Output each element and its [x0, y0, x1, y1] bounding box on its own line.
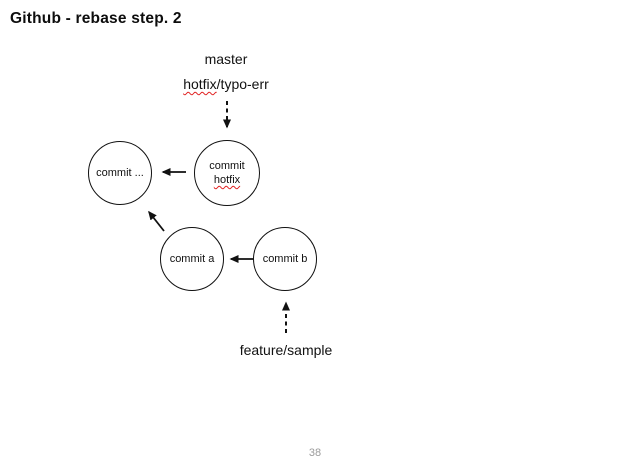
edge-commit-a-to-commit-ellipsis	[148, 210, 165, 232]
commit-node-b: commit b	[253, 227, 317, 291]
branch-label-master: master	[204, 51, 248, 67]
branch-label-hotfix-name: hotfix	[183, 76, 217, 92]
commit-node-hotfix-label-line1: commit	[209, 160, 245, 172]
commit-node-b-label: commit b	[262, 253, 308, 265]
commit-node-ellipsis: commit ...	[88, 141, 152, 205]
branch-label-feature: feature/sample	[239, 342, 333, 358]
commit-node-hotfix-label-line2: hotfix	[213, 174, 241, 186]
commit-node-a-label: commit a	[169, 253, 215, 265]
slide-title: Github - rebase step. 2	[10, 10, 182, 27]
commit-node-hotfix: commit hotfix	[194, 140, 260, 206]
commit-node-a: commit a	[160, 227, 224, 291]
commit-node-ellipsis-label: commit ...	[96, 167, 144, 179]
branch-label-hotfix-path: /typo-err	[216, 76, 269, 92]
page-number: 38	[308, 447, 322, 459]
branch-label-hotfix: hotfix/typo-err	[157, 76, 295, 92]
